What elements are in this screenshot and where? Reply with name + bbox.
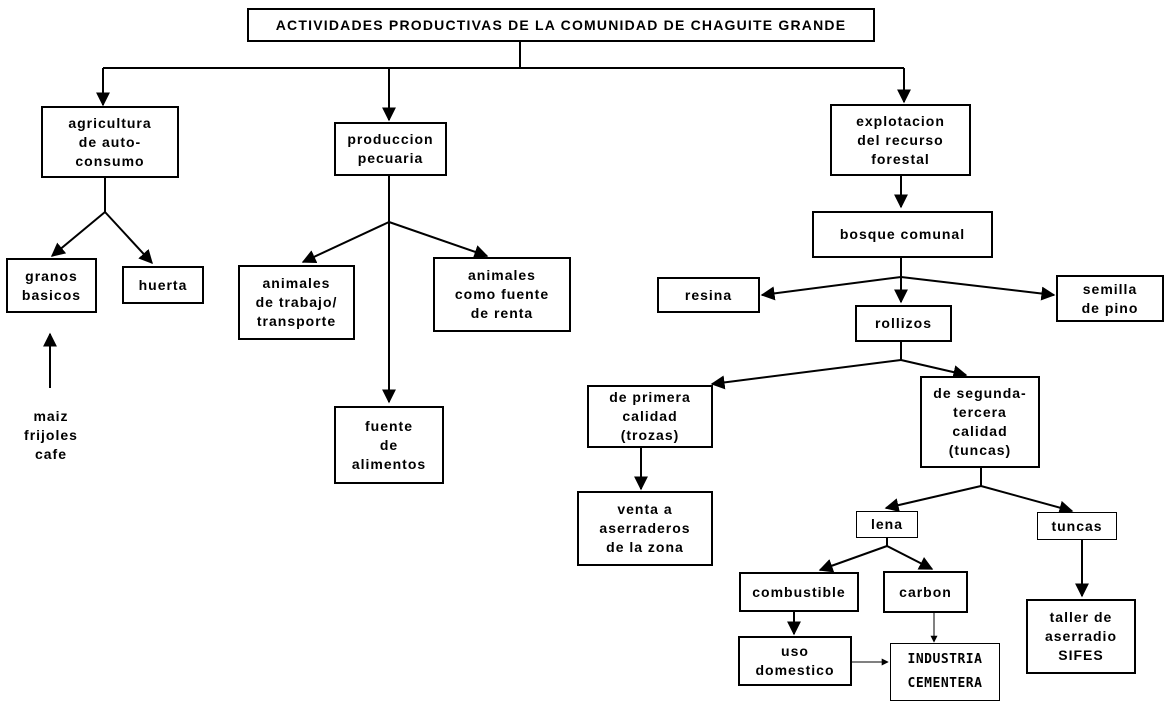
node-segunda-tercera-calidad: de segunda- tercera calidad (tuncas) (920, 376, 1040, 468)
node-combustible: combustible (739, 572, 859, 612)
node-resina: resina (657, 277, 760, 313)
node-semilla-pino: semilla de pino (1056, 275, 1164, 322)
node-tuncas: tuncas (1037, 512, 1117, 540)
node-animales-trabajo: animales de trabajo/ transporte (238, 265, 355, 340)
node-taller-aserradio: taller de aserradio SIFES (1026, 599, 1136, 674)
label-maiz-frijoles-cafe: maiz frijoles cafe (24, 408, 78, 462)
node-huerta: huerta (122, 266, 204, 304)
node-venta-aserraderos: venta a aserraderos de la zona (577, 491, 713, 566)
node-lena: lena (856, 511, 918, 538)
diagram-title: ACTIVIDADES PRODUCTIVAS DE LA COMUNIDAD … (247, 8, 875, 42)
node-produccion-pecuaria: produccion pecuaria (334, 122, 447, 176)
node-animales-renta: animales como fuente de renta (433, 257, 571, 332)
node-explotacion-forestal: explotacion del recurso forestal (830, 104, 971, 176)
node-uso-domestico: uso domestico (738, 636, 852, 686)
node-primera-calidad: de primera calidad (trozas) (587, 385, 713, 448)
node-bosque-comunal: bosque comunal (812, 211, 993, 258)
node-fuente-alimentos: fuente de alimentos (334, 406, 444, 484)
node-rollizos: rollizos (855, 305, 952, 342)
node-agricultura: agricultura de auto- consumo (41, 106, 179, 178)
node-industria-cementera: INDUSTRIA CEMENTERA (890, 643, 1000, 701)
node-granos-basicos: granos basicos (6, 258, 97, 313)
node-carbon: carbon (883, 571, 968, 613)
